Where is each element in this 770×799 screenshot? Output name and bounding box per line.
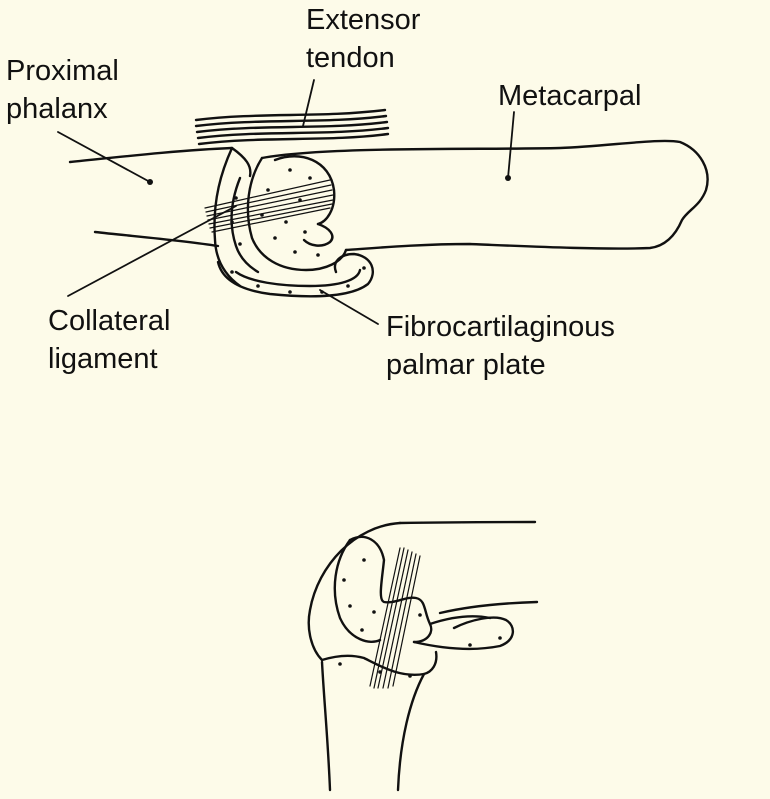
flexed-view [307,520,539,792]
label-extensor-tendon: Extensor tendon [306,1,420,77]
collateral-ligament [204,179,334,233]
label-collateral-ligament-line1: Collateral [48,305,171,337]
label-extensor-tendon-line1: Extensor [306,4,421,36]
lateral-view [57,79,709,325]
leader-palmar-plate [319,289,379,325]
label-extensor-tendon-line2: tendon [306,42,395,74]
label-palmar-plate-line2: palmar plate [386,349,546,381]
label-collateral-ligament: Collateral ligament [48,302,171,378]
label-metacarpal: Metacarpal [498,77,641,115]
leader-metacarpal [507,111,515,179]
leader-proximal-phalanx [57,131,151,183]
metacarpal-bone [246,139,709,272]
label-proximal-phalanx-line1: Proximal [6,55,119,87]
leader-collateral-ligament [67,205,237,297]
leader-extensor-tendon [302,79,315,127]
proximal-phalanx-bone [68,146,252,288]
label-palmar-plate-line1: Fibrocartilaginous [386,311,615,343]
extensor-tendon [194,108,390,146]
label-proximal-phalanx-line2: phalanx [6,93,108,125]
label-palmar-plate: Fibrocartilaginous palmar plate [386,308,615,384]
label-metacarpal-line1: Metacarpal [498,80,642,112]
phalanx-cartilage [230,176,260,274]
label-proximal-phalanx: Proximal phalanx [6,52,119,128]
label-collateral-ligament-line2: ligament [48,343,158,375]
leader-lines [57,79,515,325]
flexed-collateral-ligament [369,547,421,689]
palmar-plate [216,252,374,298]
